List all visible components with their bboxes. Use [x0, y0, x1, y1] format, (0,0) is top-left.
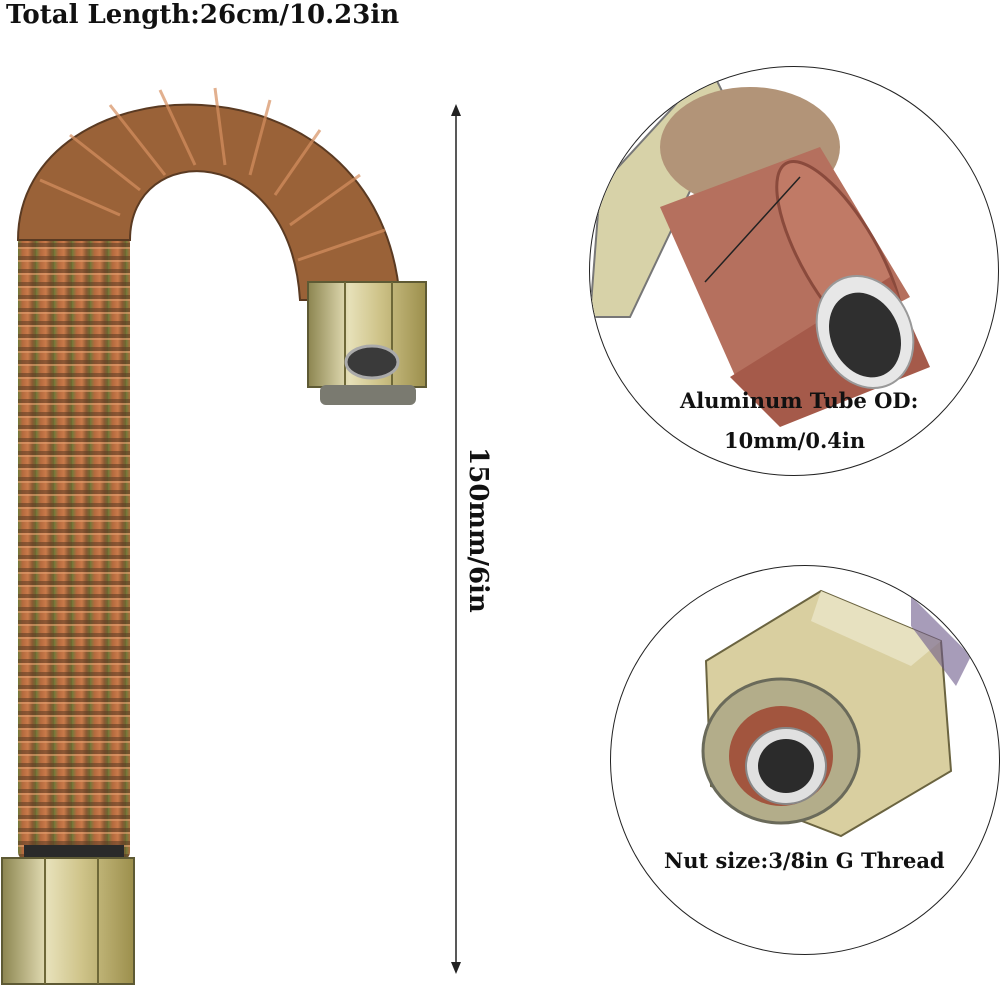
height-label: 150mm/6in: [463, 447, 493, 613]
product-title: Total Length:26cm/10.23in: [6, 0, 400, 30]
flexible-hose-image: [1, 87, 427, 985]
tube-detail-circle: [589, 66, 999, 476]
hex-nut-closeup: [701, 589, 971, 838]
tube-od-value: 10mm/0.4in: [724, 428, 866, 453]
nut-detail-circle: [610, 565, 1000, 955]
tube-od-label: Aluminum Tube OD:: [680, 388, 919, 413]
nut-size-label: Nut size:3/8in G Thread: [664, 848, 945, 873]
top-hex-nut: [307, 281, 427, 405]
hose-straight-section: [18, 235, 130, 860]
aluminum-tube-closeup: [590, 67, 930, 427]
bottom-hex-nut: [1, 845, 135, 985]
